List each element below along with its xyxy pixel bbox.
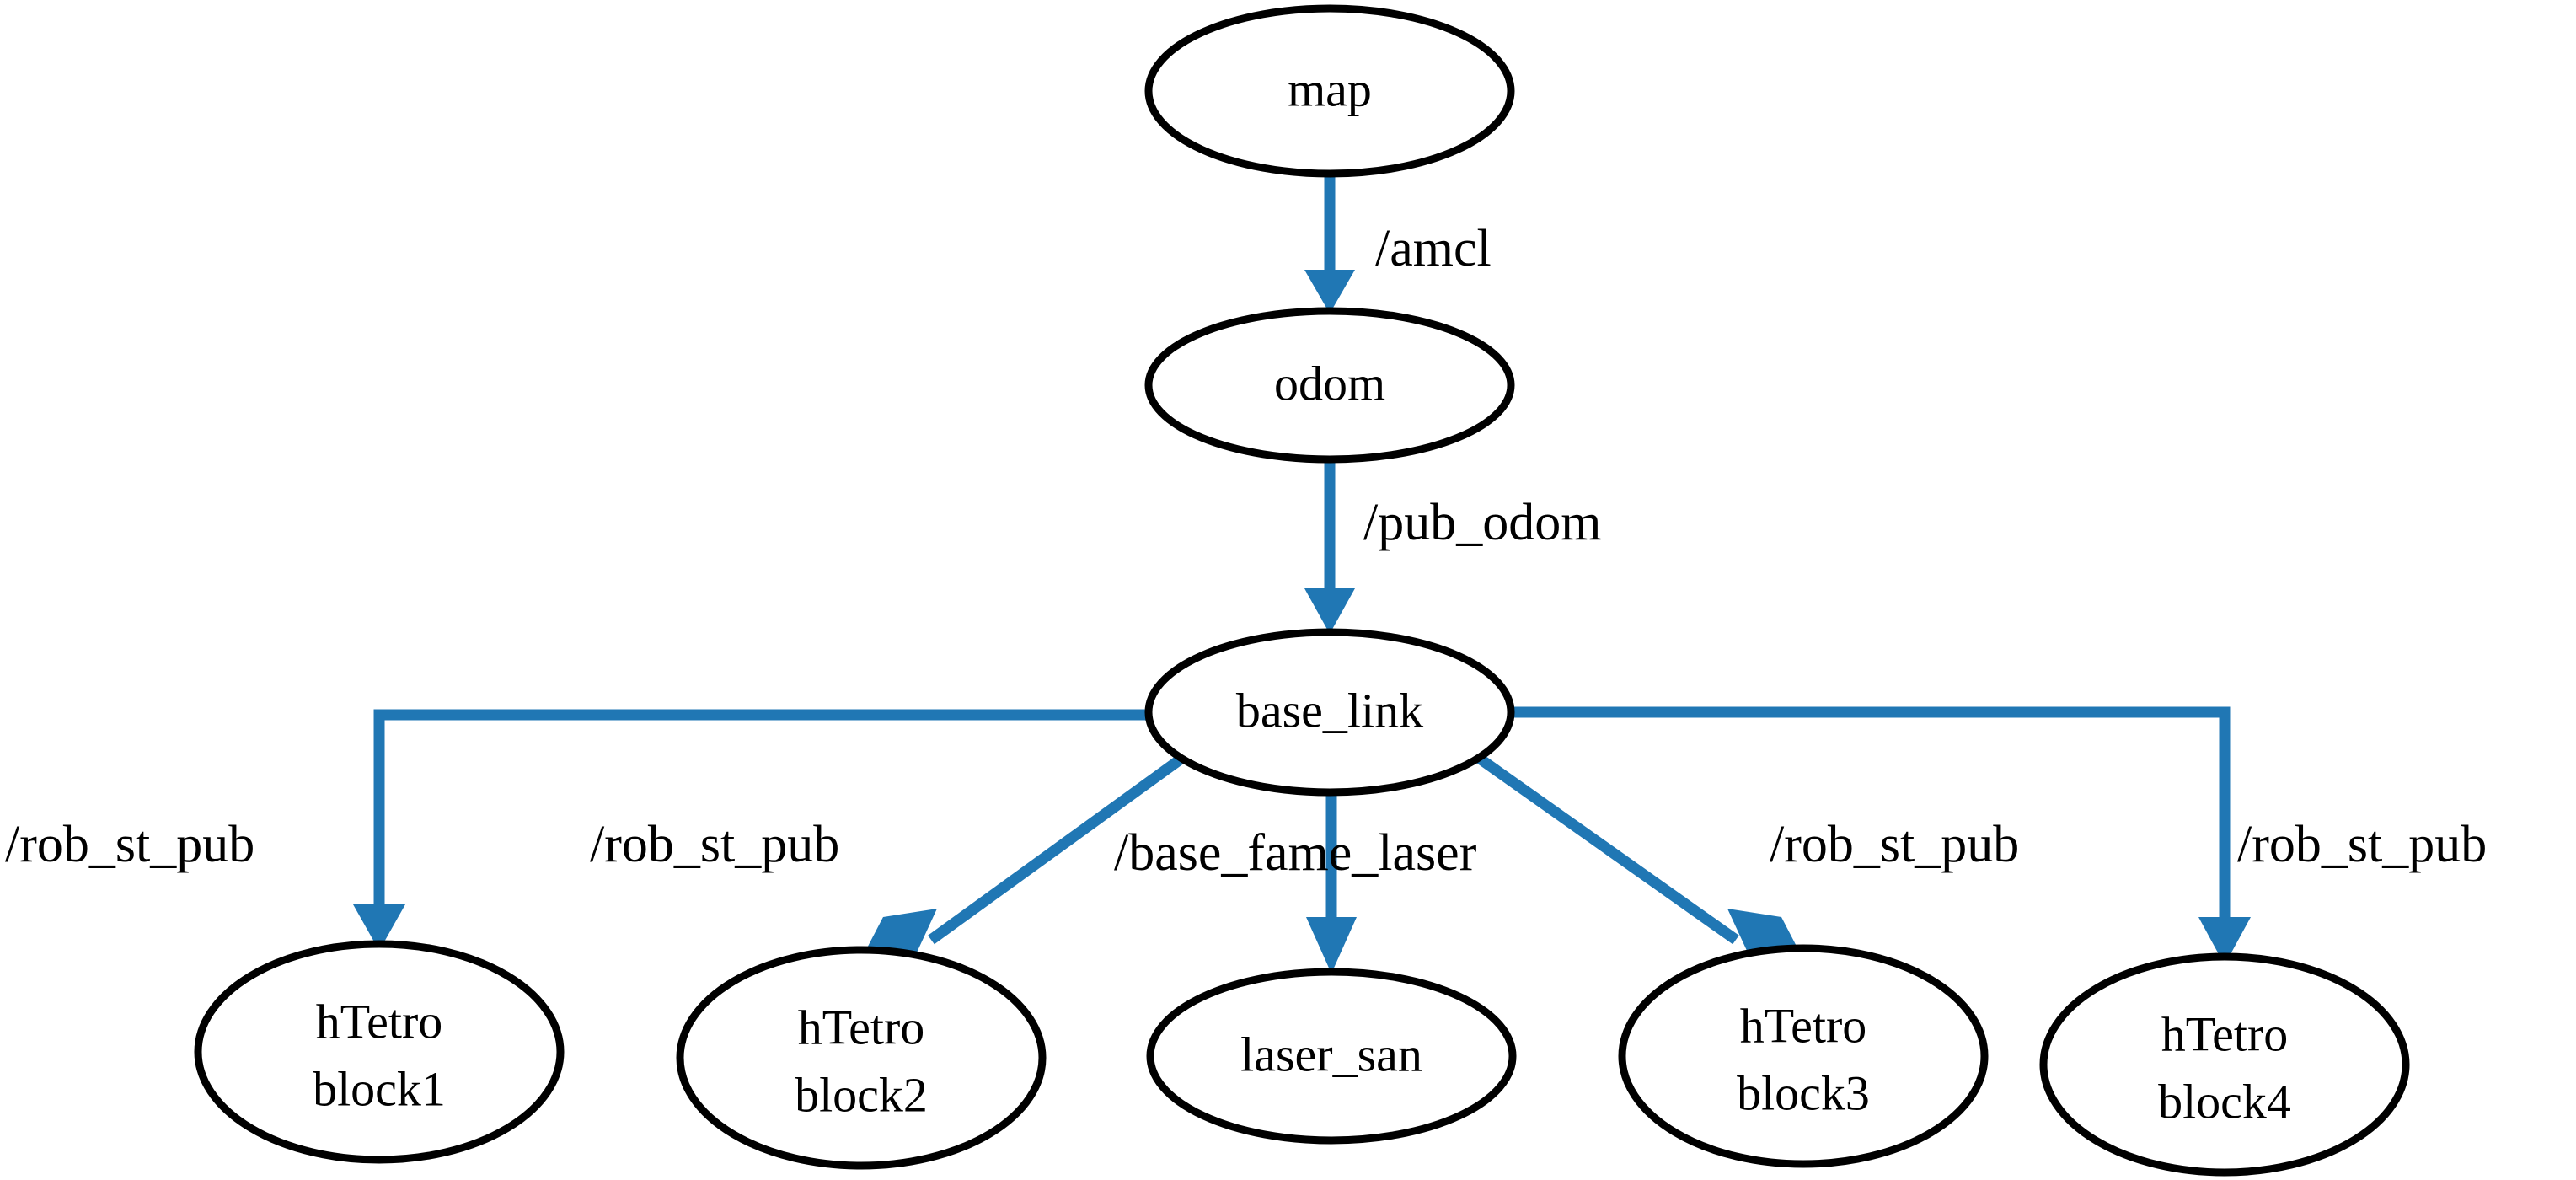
- node-layer: map odom base_link hTetro block1 hTe: [194, 4, 2410, 1177]
- edge-label-layer: /amcl /pub_odom /rob_st_pub /rob_st_pub …: [5, 220, 2487, 882]
- edge-base_link-block2[interactable]: [861, 754, 1185, 959]
- node-htetro-block1[interactable]: hTetro block1: [194, 940, 565, 1164]
- edge-label-rob-st-pub-3: /rob_st_pub: [1770, 816, 2019, 873]
- node-map-ellipse: [1144, 4, 1515, 178]
- node-htetro-block1-ellipse: [194, 940, 565, 1164]
- node-odom[interactable]: odom: [1144, 307, 1515, 464]
- node-odom-ellipse: [1144, 307, 1515, 464]
- edge-base_link-block3[interactable]: [1476, 754, 1803, 959]
- node-base-link[interactable]: base_link: [1144, 628, 1515, 796]
- edge-label-rob-st-pub-4: /rob_st_pub: [2237, 816, 2487, 873]
- node-htetro-block3-label-line1: hTetro: [1740, 998, 1867, 1053]
- node-map-label: map: [1288, 62, 1372, 116]
- edge-label-rob-st-pub-2: /rob_st_pub: [590, 816, 839, 873]
- node-odom-label: odom: [1274, 356, 1385, 410]
- node-htetro-block2-label-line2: block2: [795, 1067, 928, 1122]
- edge-base_link-laser_san[interactable]: [1306, 792, 1357, 974]
- edge-base_link-block4-arrowhead: [2198, 917, 2251, 965]
- edge-base_link-block1[interactable]: [353, 709, 1161, 951]
- node-htetro-block4-ellipse: [2039, 952, 2410, 1177]
- edge-base_link-block4[interactable]: [1502, 706, 2251, 965]
- edge-label-pub-odom: /pub_odom: [1363, 494, 1601, 551]
- node-laser-san-ellipse: [1146, 968, 1517, 1145]
- node-htetro-block1-label-line2: block1: [313, 1061, 446, 1116]
- edge-label-amcl: /amcl: [1375, 220, 1492, 277]
- edge-odom-base_link[interactable]: [1304, 462, 1355, 634]
- edge-base_link-block2-line: [928, 754, 1185, 945]
- edge-base_link-block3-line: [1476, 754, 1739, 945]
- edge-base_link-block1-line: [373, 709, 1161, 906]
- node-laser-san-label: laser_san: [1240, 1027, 1422, 1081]
- edge-odom-base_link-arrowhead: [1304, 588, 1355, 634]
- node-htetro-block2[interactable]: hTetro block2: [676, 946, 1047, 1170]
- node-map[interactable]: map: [1144, 4, 1515, 178]
- node-base-link-ellipse: [1144, 628, 1515, 796]
- node-htetro-block1-label-line1: hTetro: [316, 994, 443, 1049]
- node-htetro-block3-ellipse: [1618, 944, 1989, 1168]
- node-htetro-block2-ellipse: [676, 946, 1047, 1170]
- edge-map-odom-arrowhead: [1304, 270, 1355, 314]
- node-htetro-block3[interactable]: hTetro block3: [1618, 944, 1989, 1168]
- node-laser-san[interactable]: laser_san: [1146, 968, 1517, 1145]
- edge-label-base-fame-laser: /base_fame_laser: [1114, 824, 1477, 882]
- edge-label-rob-st-pub-1: /rob_st_pub: [5, 816, 254, 873]
- node-htetro-block2-label-line1: hTetro: [798, 1000, 925, 1054]
- node-htetro-block4[interactable]: hTetro block4: [2039, 952, 2410, 1177]
- edge-base_link-block4-line: [1502, 706, 2231, 919]
- node-base-link-label: base_link: [1236, 683, 1423, 738]
- edge-base_link-block1-arrowhead: [353, 904, 405, 951]
- node-htetro-block4-label-line2: block4: [2158, 1074, 2291, 1129]
- edge-base_link-block2-arrowhead: [861, 909, 937, 959]
- node-htetro-block4-label-line1: hTetro: [2161, 1006, 2289, 1061]
- edge-base_link-laser_san-arrowhead: [1306, 917, 1357, 974]
- node-htetro-block3-label-line2: block3: [1737, 1065, 1870, 1120]
- edge-map-odom[interactable]: [1304, 175, 1355, 314]
